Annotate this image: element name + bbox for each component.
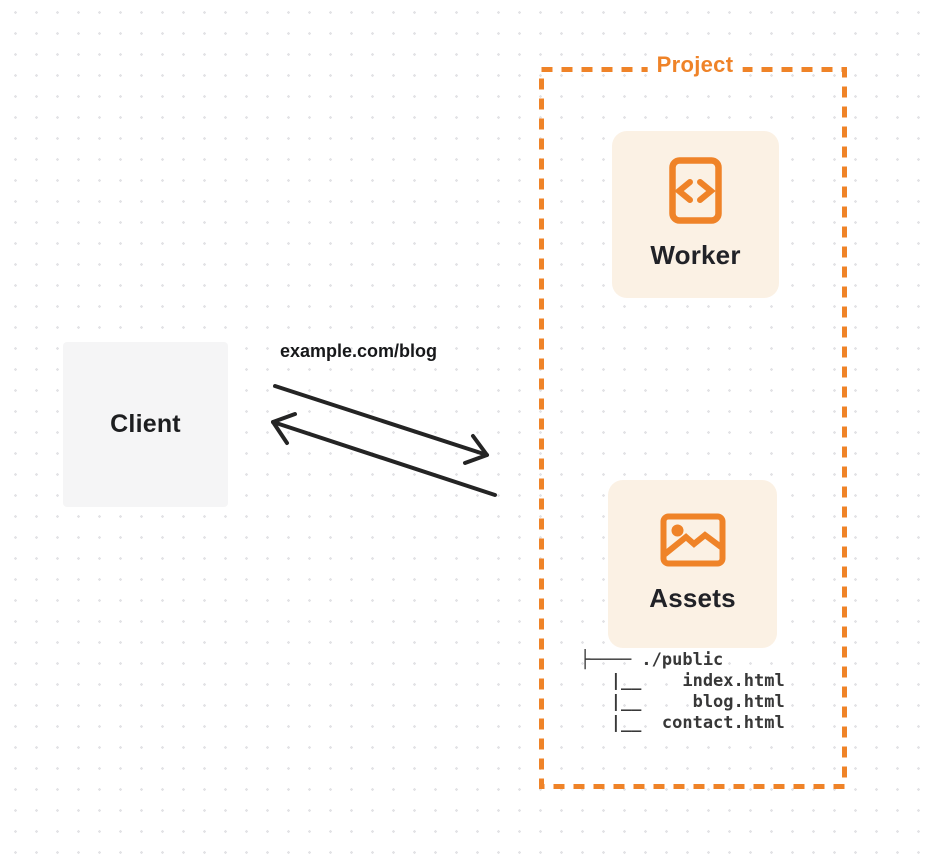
image-icon xyxy=(660,513,725,567)
request-url-label: example.com/blog xyxy=(280,341,438,361)
assets-card: Assets xyxy=(608,480,777,648)
worker-label: Worker xyxy=(650,240,741,270)
client-label: Client xyxy=(110,410,181,438)
project-label: Project xyxy=(647,52,743,78)
worker-card: Worker xyxy=(612,131,779,298)
code-document-icon xyxy=(669,157,722,224)
project-boundary xyxy=(539,67,847,789)
request-arrow xyxy=(273,384,489,465)
response-arrow xyxy=(271,412,497,497)
client-box: Client xyxy=(63,342,228,507)
assets-label: Assets xyxy=(649,583,736,613)
file-tree: ├──── ./public |__ index.html |__ blog.h… xyxy=(580,650,785,733)
